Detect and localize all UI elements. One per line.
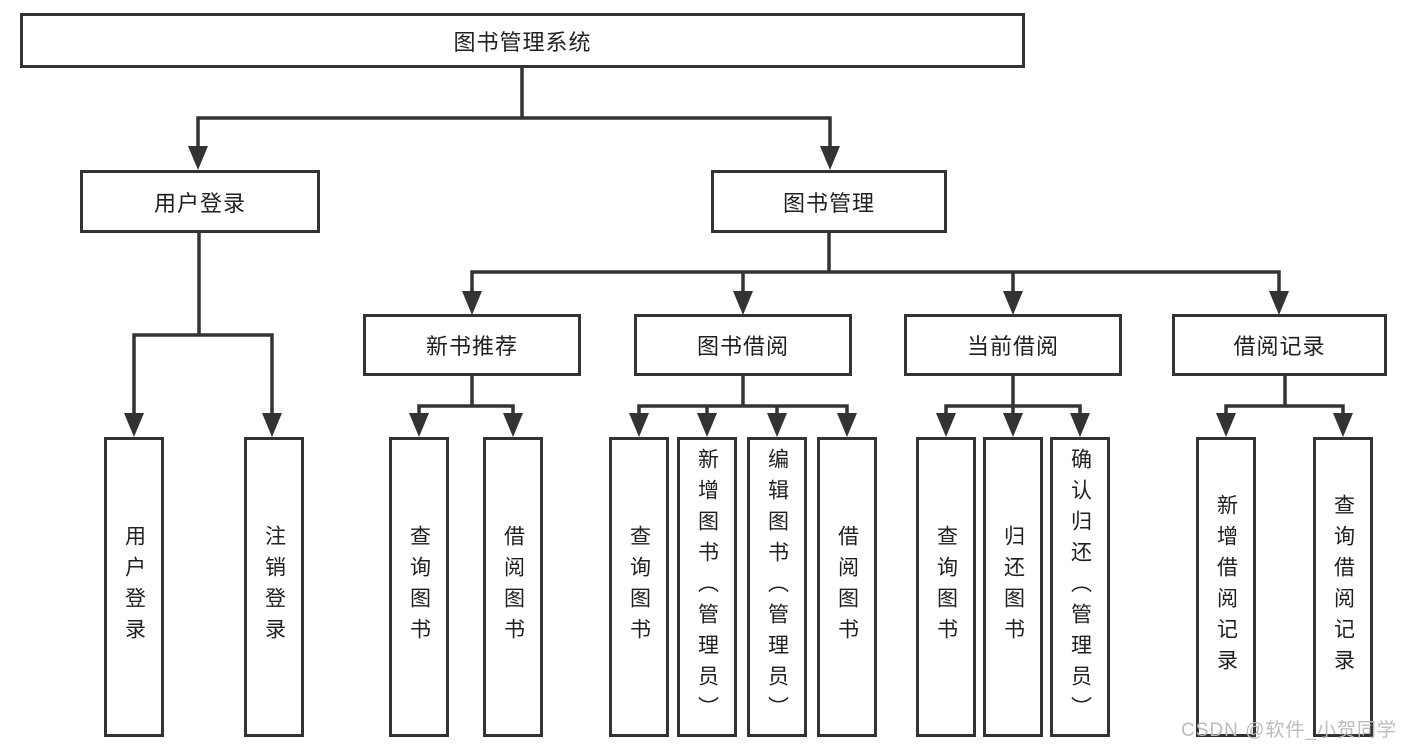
node-root-system: 图书管理系统 [20, 13, 1025, 68]
csdn-watermark: CSDN @软件_小贺同学 [1181, 720, 1397, 741]
node-root-label: 图书管理系统 [453, 29, 592, 55]
node-label: 图书管理 [782, 190, 875, 216]
leaf-edit-books-admin: 编辑图书（管理员） [747, 437, 807, 737]
connector-borrow-record-split [1224, 376, 1345, 415]
leaf-query-borrow-record: 查询借阅记录 [1313, 437, 1373, 737]
node-borrow-records: 借阅记录 [1172, 314, 1387, 376]
leaf-label: 用户登录 [122, 525, 146, 649]
node-label: 图书借阅 [696, 334, 789, 359]
leaf-add-books-admin: 新增图书（管理员） [677, 437, 737, 737]
leaf-user-login: 用户登录 [104, 437, 164, 737]
leaf-label: 注销登录 [262, 525, 286, 649]
leaf-label: 查询借阅记录 [1331, 494, 1355, 680]
leaf-logout-login: 注销登录 [244, 437, 304, 737]
node-current-borrow: 当前借阅 [904, 314, 1122, 376]
leaf-label: 新增借阅记录 [1214, 494, 1238, 680]
node-label: 借阅记录 [1233, 334, 1326, 359]
node-book-management: 图书管理 [711, 170, 947, 233]
leaf-label: 借阅图书 [835, 525, 859, 649]
node-label: 新书推荐 [425, 334, 518, 359]
node-new-book-recommend: 新书推荐 [363, 314, 581, 376]
node-user-login-branch: 用户登录 [80, 170, 320, 233]
node-label: 当前借阅 [966, 334, 1059, 359]
leaf-add-borrow-record: 新增借阅记录 [1196, 437, 1256, 737]
leaf-label: 查询图书 [407, 525, 431, 649]
connector-book-borrow-split [637, 376, 849, 415]
connector-book-mgmt-split [470, 233, 1281, 293]
connector-new-book-split [417, 376, 515, 415]
leaf-label: 新增图书（管理员） [695, 447, 719, 727]
leaf-borrow-books-borrow: 借阅图书 [817, 437, 877, 737]
leaf-label: 查询图书 [934, 525, 958, 649]
connector-root-split [196, 68, 832, 148]
connector-user-login-split [132, 233, 274, 415]
leaf-label: 归还图书 [1001, 525, 1025, 649]
leaf-borrow-books-recommend: 借阅图书 [483, 437, 543, 737]
leaf-label: 查询图书 [627, 525, 651, 649]
leaf-label: 确认归还（管理员） [1068, 447, 1092, 727]
leaf-confirm-return-admin: 确认归还（管理员） [1050, 437, 1110, 737]
leaf-label: 编辑图书（管理员） [765, 447, 789, 727]
leaf-query-books-recommend: 查询图书 [389, 437, 449, 737]
node-book-borrow: 图书借阅 [634, 314, 852, 376]
leaf-query-books-borrow: 查询图书 [609, 437, 669, 737]
node-label: 用户登录 [153, 190, 246, 216]
leaf-return-books: 归还图书 [983, 437, 1043, 737]
leaf-label: 借阅图书 [501, 525, 525, 649]
connector-current-borrow-split [944, 376, 1082, 415]
leaf-query-books-current: 查询图书 [916, 437, 976, 737]
